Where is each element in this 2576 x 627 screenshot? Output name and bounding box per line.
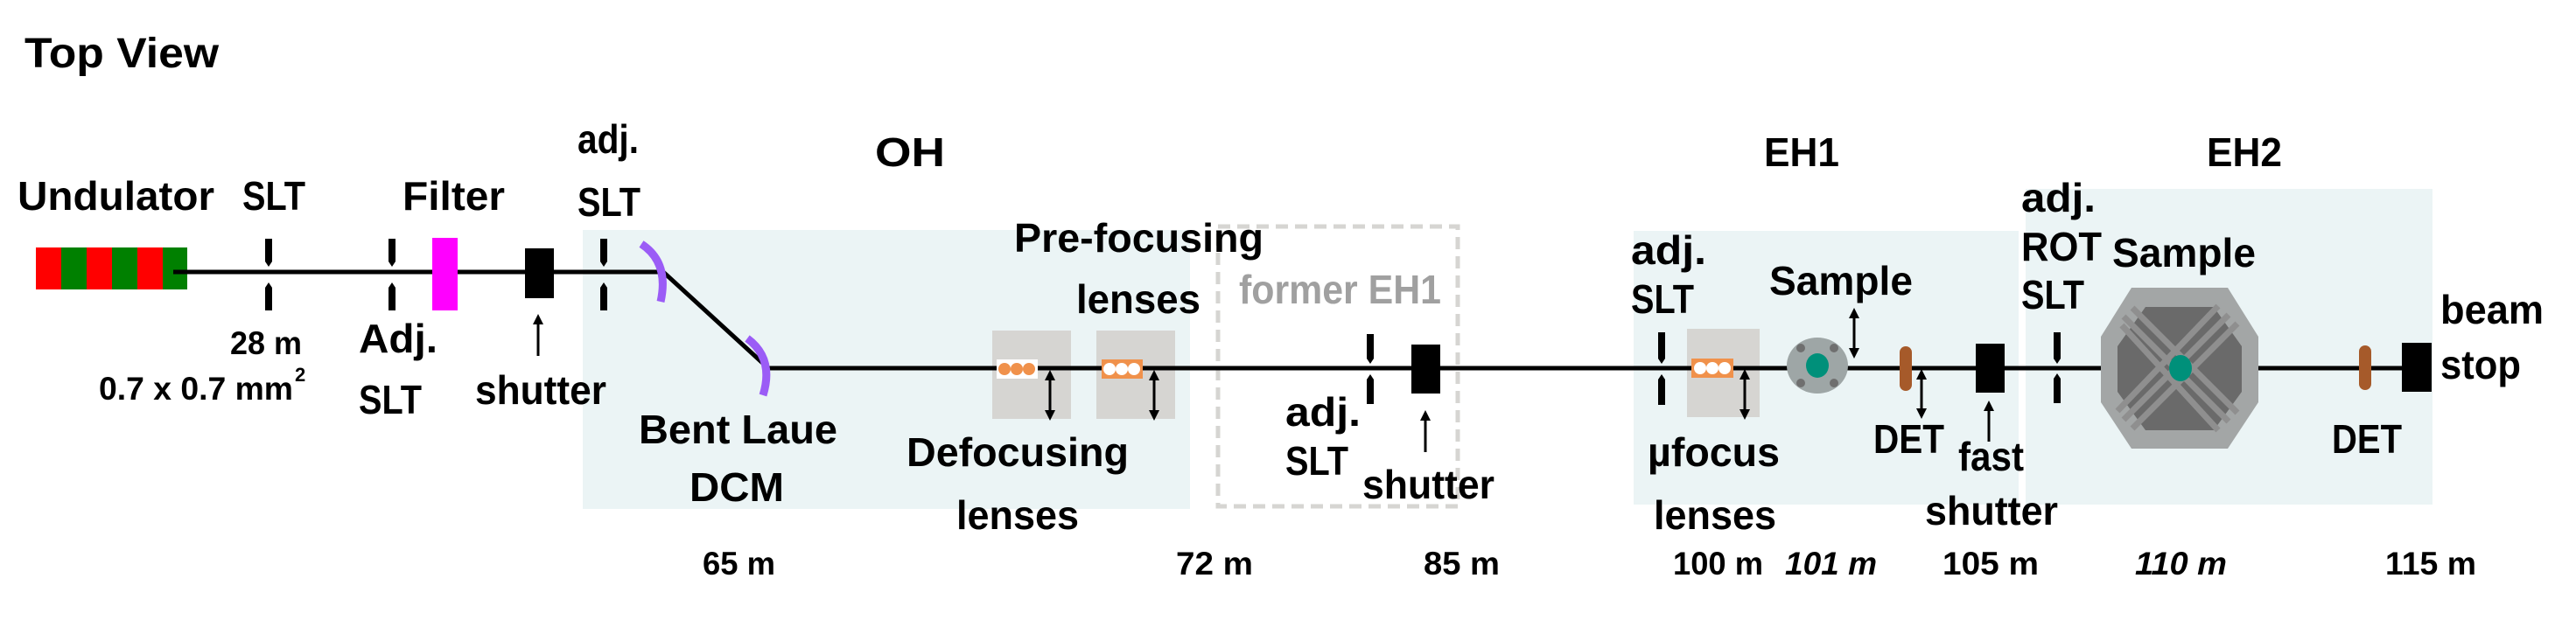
prefocusing-label-a: Pre-focusing: [1014, 215, 1264, 261]
beam-stop: [2402, 343, 2432, 392]
adjustable-slit-oh: [600, 239, 607, 310]
detector-1: [1900, 346, 1912, 391]
fast-shutter-label-b: shutter: [1925, 488, 2058, 533]
detector-2-label: DET: [2332, 416, 2402, 462]
adjustable-slit-eh1: [1658, 332, 1665, 405]
slit-28m: [265, 239, 272, 310]
sample-1-label: Sample: [1769, 258, 1913, 303]
adjustable-rot-slit-eh2: [2054, 332, 2061, 403]
dcm-label-a: Bent Laue: [639, 407, 837, 452]
distance-scale: 65 m 72 m 85 m 100 m 101 m 105 m 110 m 1…: [703, 546, 2476, 582]
adj-slit-former-eh1-label-b: SLT: [1285, 438, 1348, 484]
beam-size-superscript: 2: [295, 364, 305, 386]
filter: [432, 238, 458, 310]
fast-shutter: [1976, 344, 2005, 393]
shutter-1: [525, 248, 554, 298]
defocusing-lens-icon: [997, 359, 1038, 379]
sample-2-label: Sample: [2112, 230, 2256, 275]
eh1-sample-stage: [1787, 338, 1848, 394]
detector-2: [2359, 345, 2371, 390]
mufocus-label-a: µfocus: [1648, 429, 1780, 475]
slit-label: SLT: [242, 173, 305, 219]
area-label-eh2: EH2: [2207, 129, 2282, 175]
adj-slit-oh-label-b: SLT: [578, 179, 640, 225]
slit-distance-label: 28 m: [230, 325, 302, 361]
eh2-sample-chamber: [2101, 288, 2258, 449]
page-title: Top View: [24, 31, 220, 77]
fast-shutter-label-a: fast: [1958, 434, 2024, 479]
filter-label: Filter: [402, 173, 505, 219]
prefocusing-label-b: lenses: [1076, 276, 1200, 322]
distance-label: 65 m: [703, 546, 775, 582]
adj-slit-1-label-b: SLT: [359, 377, 422, 422]
distance-label: 110 m: [2135, 546, 2227, 582]
adj-slit-1-label-a: Adj.: [359, 316, 438, 361]
defocusing-label-b: lenses: [956, 492, 1079, 538]
distance-label: 100 m: [1673, 546, 1763, 582]
beam-stop-label-b: stop: [2440, 342, 2521, 387]
adj-slit-eh1-label-a: adj.: [1631, 227, 1706, 273]
rot-slit-label-c: SLT: [2021, 272, 2084, 317]
prefocusing-lens-icon: [1102, 359, 1143, 379]
detector-1-label: DET: [1873, 416, 1944, 462]
sample-2: [2169, 355, 2192, 381]
beam-stop-label-a: beam: [2440, 287, 2544, 332]
distance-label: 115 m: [2385, 546, 2476, 582]
shutter-2: [1411, 345, 1440, 394]
area-label-eh1: EH1: [1764, 129, 1839, 175]
distance-label: 72 m: [1176, 546, 1253, 582]
mufocus-label-b: lenses: [1654, 492, 1776, 538]
mufocus-lens-icon: [1691, 359, 1733, 378]
shutter-2-label: shutter: [1362, 462, 1494, 507]
adj-slit-former-eh1-label-a: adj.: [1285, 389, 1361, 435]
adjustable-slit-1: [388, 239, 396, 310]
area-label-oh: OH: [875, 129, 945, 175]
dcm-crystal-2: [745, 335, 771, 397]
dcm-crystal-1: [639, 240, 667, 303]
shutter-1-label: shutter: [475, 367, 606, 413]
dcm-label-b: DCM: [690, 464, 784, 510]
sample-1: [1806, 353, 1829, 378]
distance-label: 101 m: [1785, 546, 1877, 582]
rot-slit-label-a: adj.: [2021, 175, 2096, 220]
rot-slit-label-b: ROT: [2021, 224, 2102, 269]
undulator-label: Undulator: [18, 173, 214, 219]
defocusing-label-a: Defocusing: [906, 429, 1129, 475]
adj-slit-eh1-label-b: SLT: [1631, 276, 1694, 322]
distance-label: 85 m: [1424, 546, 1500, 582]
adjustable-slit-former-eh1: [1367, 334, 1374, 404]
area-label-former-eh1: former EH1: [1239, 267, 1441, 312]
former-eh1-area: [1215, 224, 1460, 509]
distance-label: 105 m: [1942, 546, 2039, 582]
beam-size-label: 0.7 x 0.7 mm: [99, 371, 293, 407]
adj-slit-oh-label-a: adj.: [578, 116, 639, 162]
undulator: [36, 247, 187, 289]
